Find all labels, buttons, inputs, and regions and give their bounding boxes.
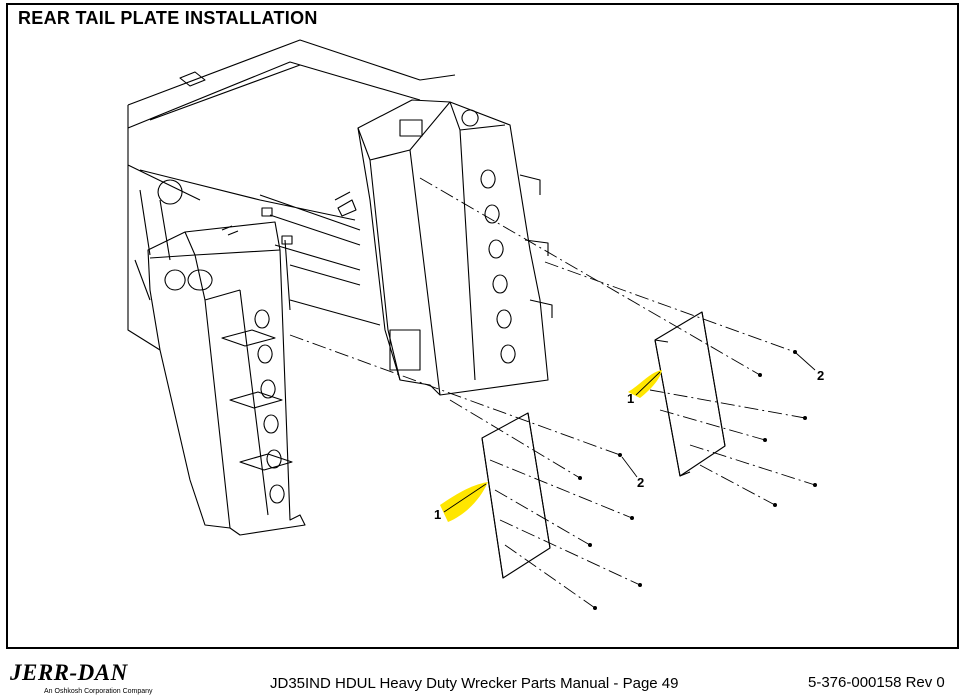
callout-plate-right: 1 — [627, 391, 634, 406]
brand-tagline: An Oshkosh Corporation Company — [44, 688, 153, 695]
document-number: 5-376-000158 Rev 0 — [808, 674, 945, 691]
exploded-view-drawing: 1 1 2 2 — [127, 39, 824, 610]
page-footer: JERR-DAN An Oshkosh Corporation Company … — [0, 652, 965, 700]
leader-left-1 — [443, 483, 487, 513]
crossmember — [269, 214, 381, 326]
frame-rail-lower — [127, 128, 361, 351]
frame-rail-upper — [127, 39, 456, 129]
brand-logo: JERR-DAN — [10, 660, 128, 685]
callout-fastener-left: 2 — [637, 475, 644, 490]
leader-right-1 — [635, 371, 661, 396]
frame-side-details — [134, 179, 186, 301]
page-frame — [6, 3, 959, 649]
tail-plate-right — [654, 311, 726, 477]
left-post — [147, 221, 306, 536]
left-post-brackets — [221, 329, 293, 471]
centerline-3 — [289, 334, 621, 456]
tail-plate-left — [481, 412, 551, 579]
manual-page-line: JD35IND HDUL Heavy Duty Wrecker Parts Ma… — [270, 675, 679, 692]
leader-right-2 — [795, 352, 816, 371]
highlight-plate-left — [440, 482, 488, 522]
callout-fastener-right: 2 — [817, 368, 824, 383]
right-post — [357, 99, 549, 396]
callout-plate-left: 1 — [434, 507, 441, 522]
centerline-2 — [419, 177, 761, 376]
page-title: REAR TAIL PLATE INSTALLATION — [18, 8, 318, 28]
highlight-plate-right — [628, 370, 662, 398]
centerline-1 — [544, 261, 796, 353]
leader-left-2 — [621, 456, 638, 478]
